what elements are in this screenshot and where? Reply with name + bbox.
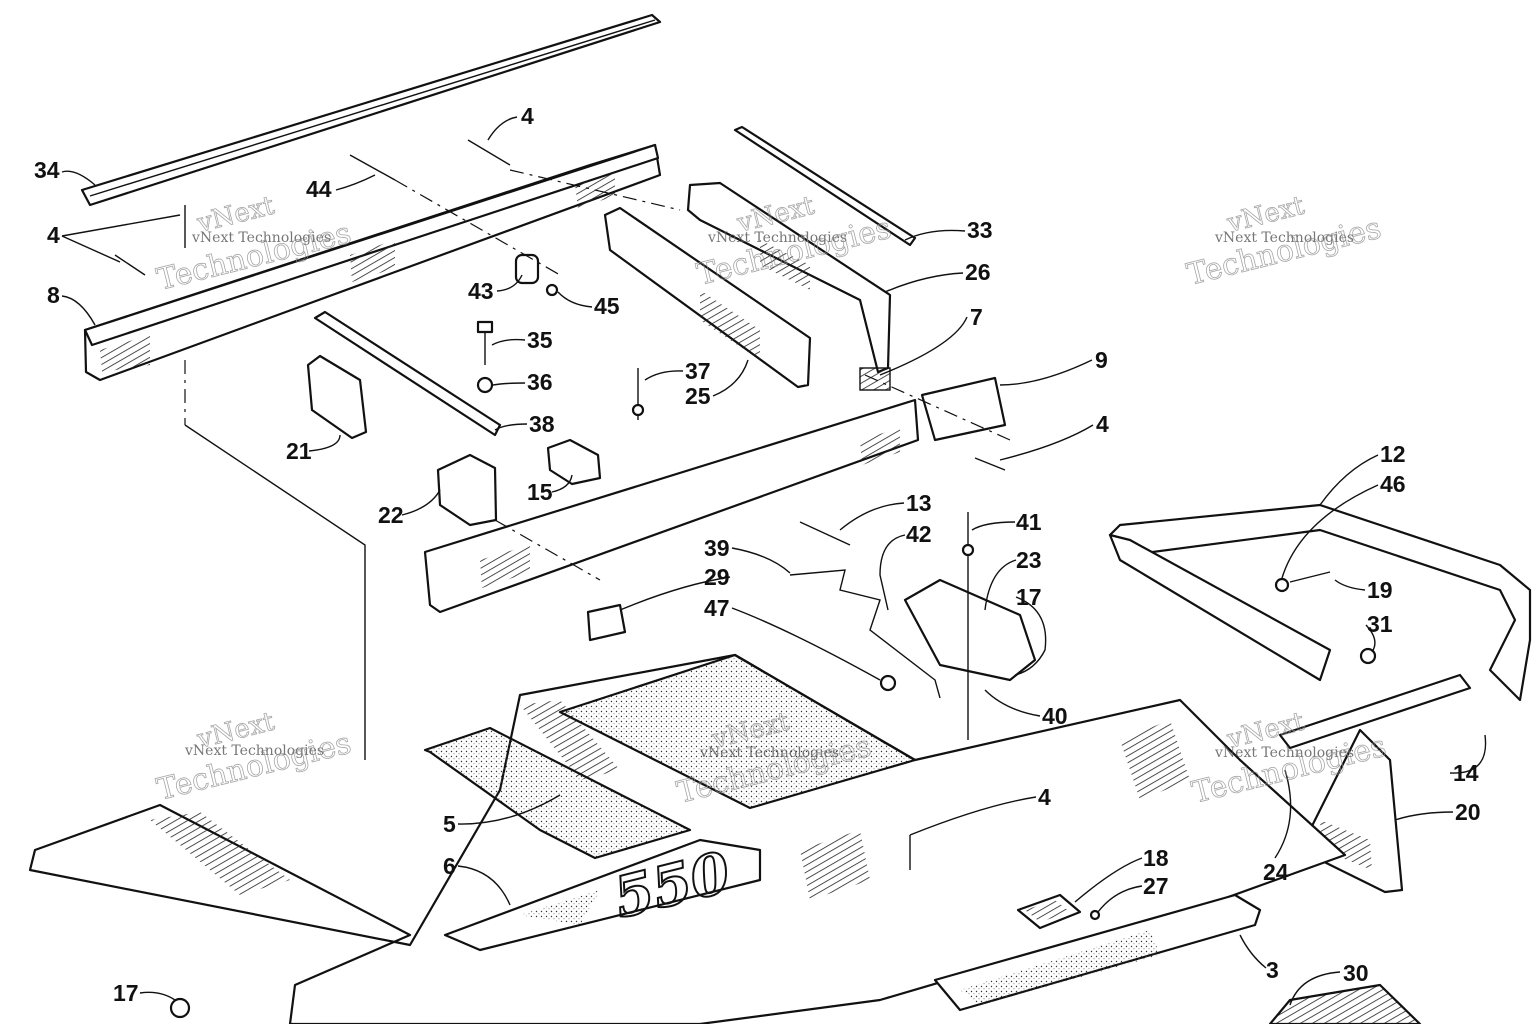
callout-25: 25 [685,383,711,409]
callout-14: 14 [1453,760,1479,786]
callout-39: 39 [704,535,730,561]
part-30-track [1268,983,1422,1024]
callout-36: 36 [527,369,553,395]
callout-44: 44 [306,176,332,202]
callout-42: 42 [906,521,932,547]
callout-41: 41 [1016,509,1042,535]
part-34-top-rail [80,13,662,207]
callout-29: 29 [704,564,730,590]
part-9-channel [423,376,1007,614]
callout-12: 12 [1380,441,1406,467]
callout-40: 40 [1042,703,1068,729]
callout-13: 13 [906,490,932,516]
callout-31: 31 [1367,611,1393,637]
watermark-full-6: vNext Technologies [1214,745,1354,761]
callout-43: 43 [468,278,494,304]
callout-6: 6 [443,853,456,879]
callout-8: 8 [47,282,60,308]
part-18-reflector [1016,893,1082,930]
watermark-full-1: vNext Technologies [191,230,331,246]
tunnel-body [28,653,1347,1024]
callout-26: 26 [965,259,991,285]
callout-30: 30 [1343,960,1369,986]
callout-20: 20 [1455,799,1481,825]
center-pad [558,653,917,810]
part-33-rail [733,125,917,247]
callout-33: 33 [967,217,993,243]
watermark-full-2: vNext Technologies [707,230,847,246]
callout-27: 27 [1143,873,1169,899]
callout-18: 18 [1143,845,1169,871]
callout-22: 22 [378,502,404,528]
callout-23: 23 [1016,547,1042,573]
part-8-channel [83,143,662,382]
callout-47: 47 [704,595,730,621]
callout-5: 5 [443,811,456,837]
callout-24: 24 [1263,859,1289,885]
watermark-full-5: vNext Technologies [699,745,839,761]
watermark-full-3: vNext Technologies [1214,230,1354,246]
callout-17-bottom: 17 [113,980,139,1006]
part-29-label [586,603,627,642]
callout-46: 46 [1380,471,1406,497]
part-14-tube [1278,673,1472,750]
callout-19: 19 [1367,577,1393,603]
callout-4-left: 4 [47,222,60,248]
leader-lines [61,116,1487,1006]
part-25-bracket [603,206,812,389]
callout-38: 38 [529,411,555,437]
part-39-rod [789,569,1037,699]
callout-4-lower: 4 [1038,784,1051,810]
hardware-fasteners [114,139,1377,1019]
part-21-bracket [306,354,368,440]
part-5-pad [423,726,692,860]
callout-4-right: 4 [1096,411,1109,437]
part-15-bracket [546,438,602,486]
part-12-frame [1108,503,1532,702]
callout-7: 7 [970,304,983,330]
callout-4-top: 4 [521,103,534,129]
callout-45: 45 [594,293,620,319]
callout-9: 9 [1095,347,1108,373]
callout-37: 37 [685,358,711,384]
callout-15: 15 [527,479,553,505]
watermark-full-4: vNext Technologies [184,743,324,759]
callout-17-mid: 17 [1016,584,1042,610]
callout-21: 21 [286,438,312,464]
callouts: 34 4 44 4 8 43 45 33 26 7 35 36 37 25 9 … [34,103,1481,1006]
part-3-rail [933,893,1262,1012]
callout-34: 34 [34,157,60,183]
assembly-lines [184,169,1011,760]
callout-3: 3 [1266,957,1279,983]
part-38-strap [313,310,502,437]
callout-35: 35 [527,327,553,353]
part-22-block [436,453,498,527]
